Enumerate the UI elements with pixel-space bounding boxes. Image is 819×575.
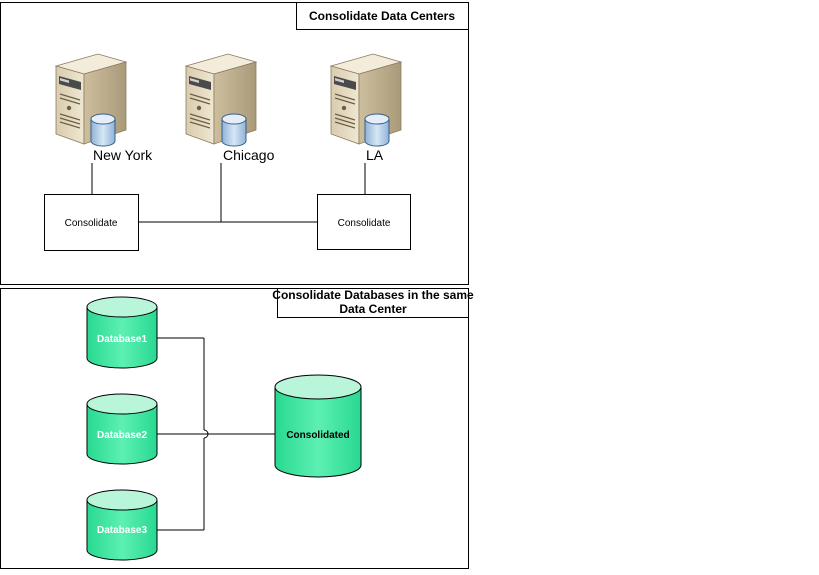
panel-top-title: Consolidate Data Centers <box>309 9 455 23</box>
database-icon <box>221 113 247 147</box>
panel-bottom-title-line1: Consolidate Databases in the same <box>272 288 474 302</box>
panel-top-title-box <box>296 2 469 30</box>
consolidate-label-left: Consolidate <box>65 218 118 229</box>
bottom-connectors <box>156 337 276 531</box>
panel-bottom-title-box <box>277 288 469 318</box>
database2: Database2 <box>86 393 158 465</box>
site-chicago: Chicago <box>185 53 275 163</box>
database2-label: Database2 <box>97 430 147 441</box>
panel-bottom-frame <box>0 288 469 569</box>
site-la: LA <box>330 53 402 163</box>
database-icon <box>90 113 116 147</box>
panel-bottom-title-line2: Data Center <box>339 302 407 316</box>
database1: Database1 <box>86 296 158 369</box>
database-icon <box>364 113 390 147</box>
panel-consolidate-data-centers: Consolidate Data Centers New York Chicag… <box>0 2 469 285</box>
site-new-york: New York <box>55 53 153 163</box>
database1-label: Database1 <box>97 334 147 345</box>
database3: Database3 <box>86 489 158 561</box>
consolidate-box-right <box>317 194 411 250</box>
consolidated-database: Consolidated <box>274 374 362 478</box>
site-label-new-york: New York <box>93 147 153 163</box>
top-connectors <box>91 163 366 223</box>
consolidate-label-right: Consolidate <box>338 218 391 229</box>
site-label-chicago: Chicago <box>223 147 275 163</box>
panel-consolidate-databases: Consolidate Databases in the same Data C… <box>0 288 474 569</box>
consolidate-box-left <box>44 194 139 251</box>
consolidated-label: Consolidated <box>286 430 349 441</box>
database3-label: Database3 <box>97 525 147 536</box>
site-label-la: LA <box>366 147 384 163</box>
